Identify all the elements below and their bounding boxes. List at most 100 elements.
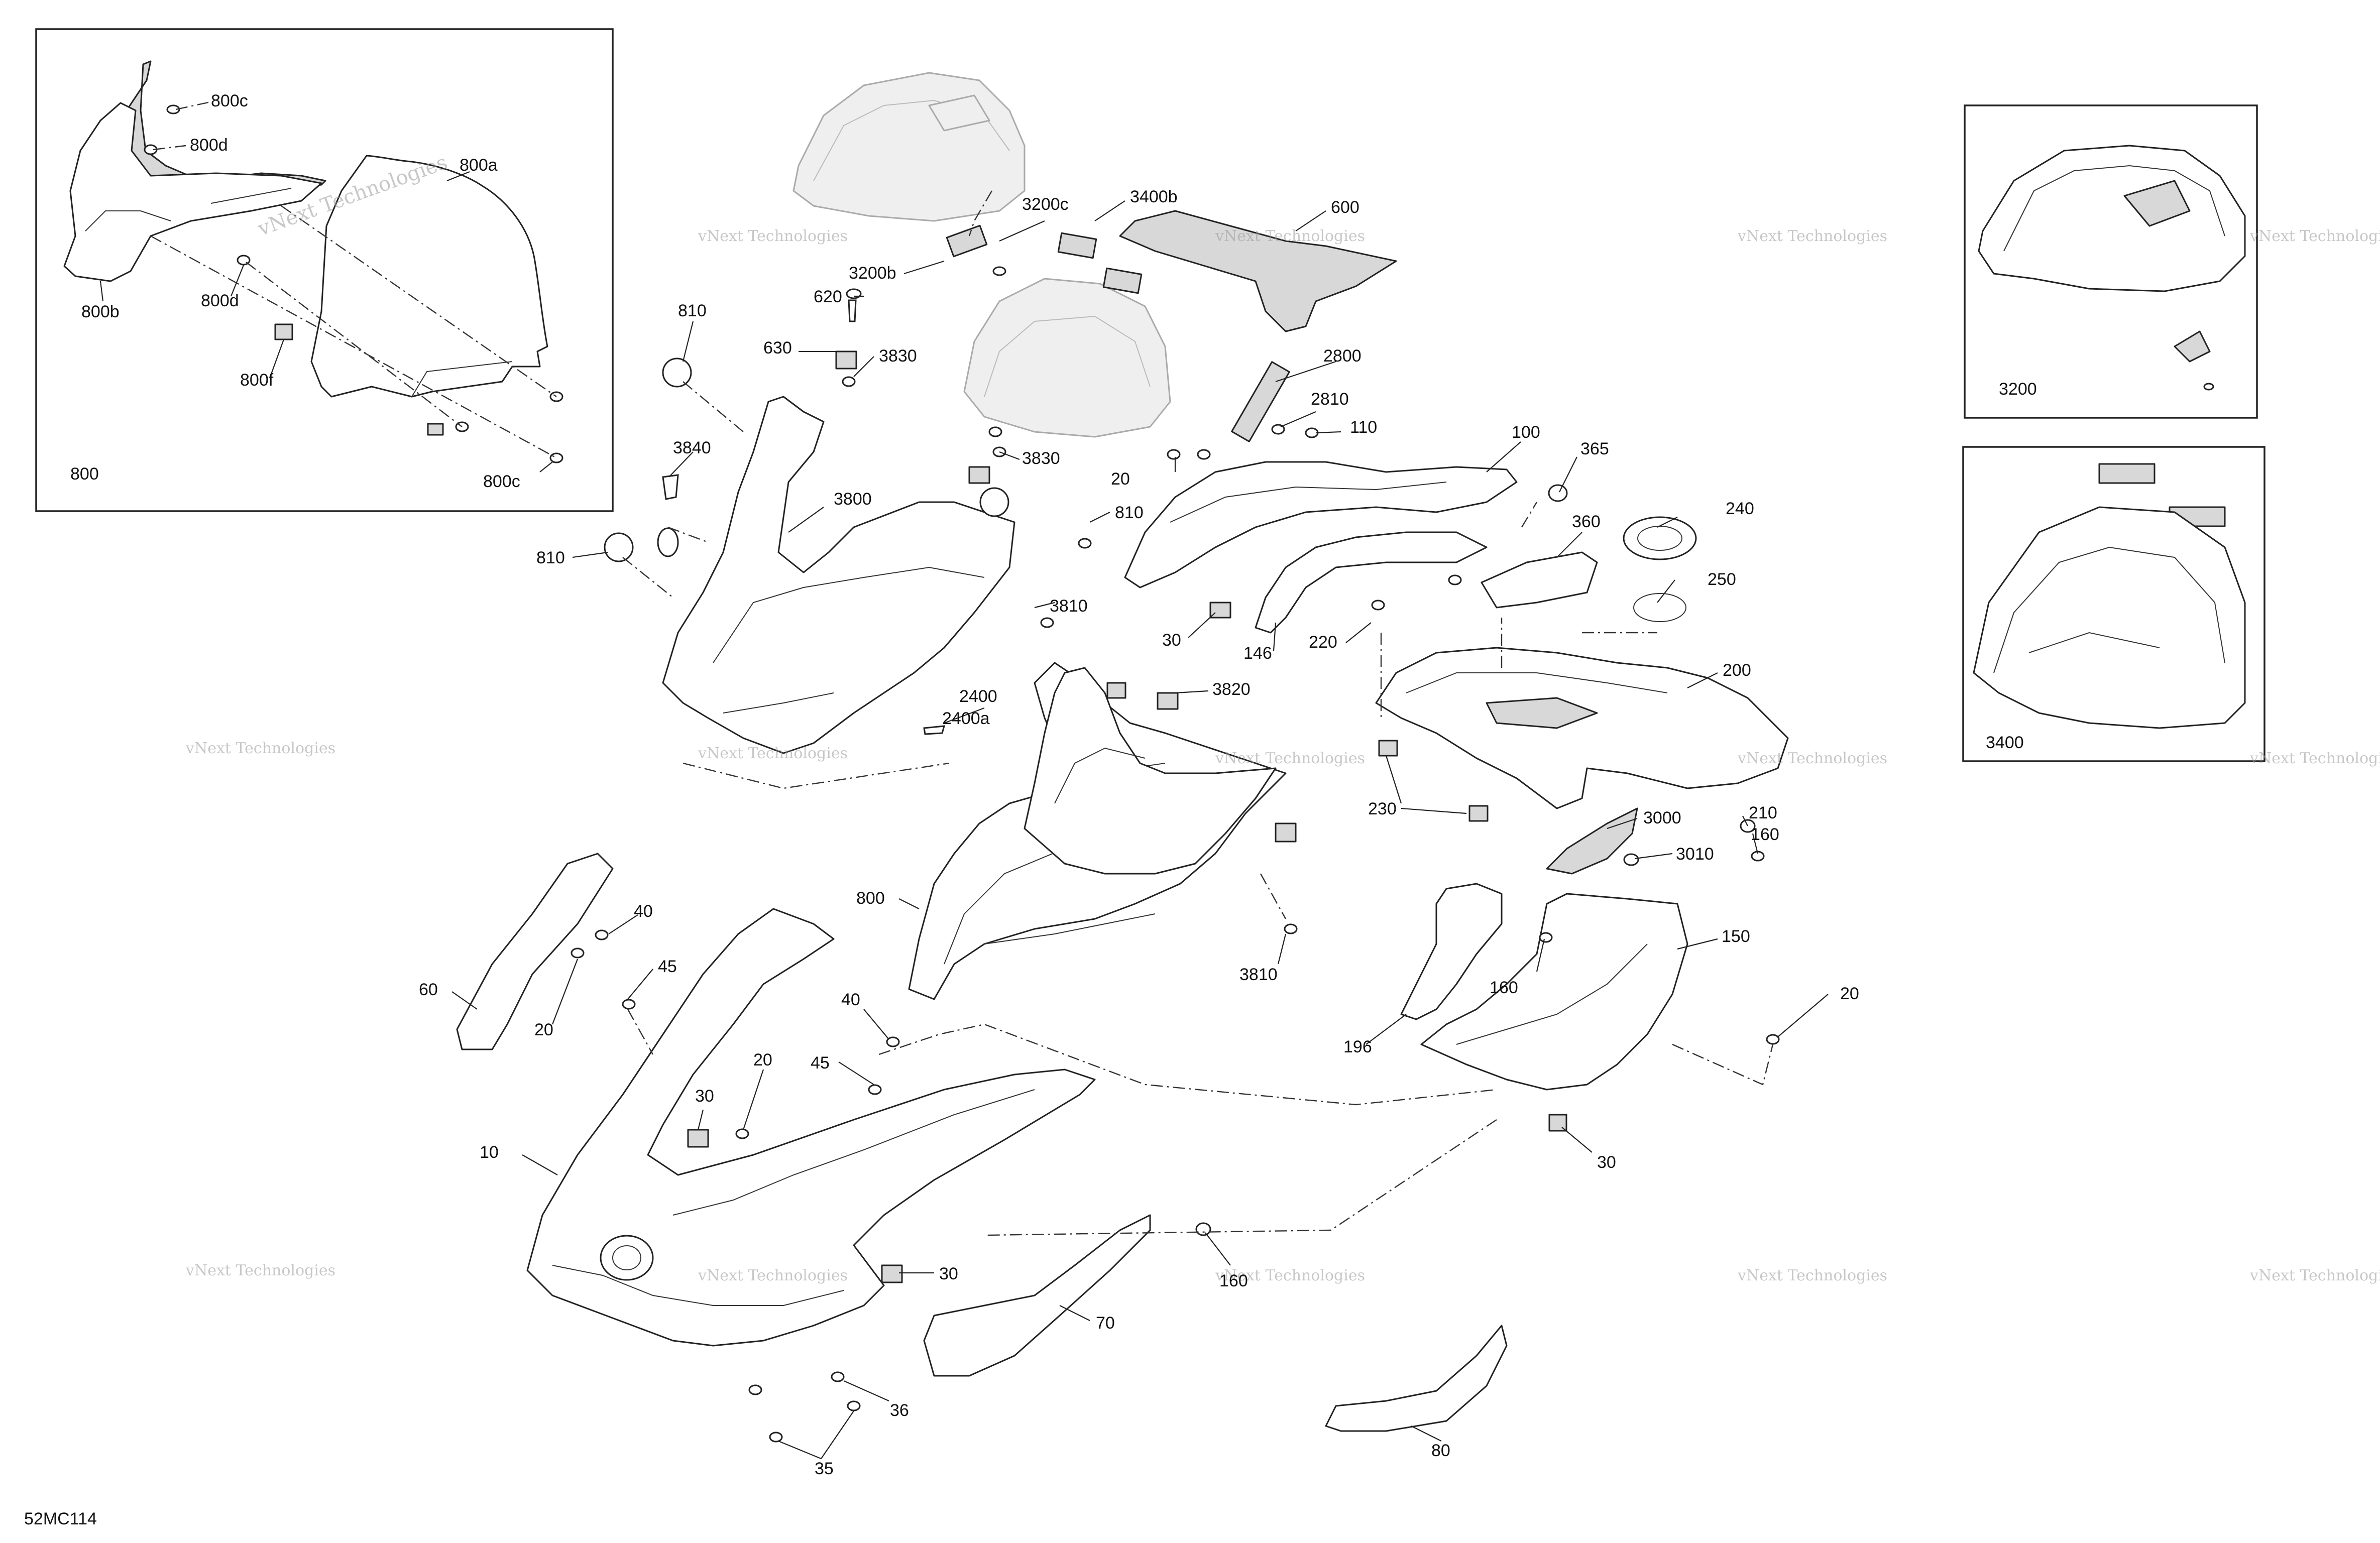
- part-label: 3000: [1643, 808, 1681, 827]
- watermark-text: vNext Technologies: [1737, 1267, 1887, 1284]
- part-label: 3400b: [1130, 187, 1178, 206]
- part-label: 35: [815, 1459, 834, 1478]
- inset-label-3200: 3200: [1999, 380, 2037, 399]
- watermark-text: vNext Technologies: [1215, 750, 1365, 767]
- part-label: 20: [534, 1020, 553, 1039]
- part-label: 800f: [240, 371, 274, 390]
- part-label: 80: [1431, 1441, 1450, 1460]
- part-label: 196: [1343, 1037, 1372, 1056]
- watermark-text: vNext Technologies: [2249, 1267, 2380, 1284]
- bracket-3800: [657, 396, 1015, 754]
- part-label: 220: [1309, 633, 1337, 652]
- part-label: 2800: [1323, 346, 1362, 366]
- watermark-text: vNext Technologies: [1215, 1267, 1365, 1284]
- leader-lines: [451, 200, 1829, 1460]
- inset-kit-3200: [1964, 104, 2258, 419]
- windshield-bracket-800b: [63, 60, 326, 282]
- inset-kit-800: [35, 28, 614, 512]
- watermark-text: vNext Technologies: [2249, 227, 2380, 245]
- watermark-text: vNext Technologies: [698, 745, 848, 762]
- inset-label-3400: 3400: [1986, 733, 2024, 752]
- part-label: 45: [811, 1053, 830, 1073]
- watermark-text: vNext Technologies: [1737, 750, 1887, 767]
- part-label: 810: [1115, 503, 1144, 522]
- part-label: 810: [536, 548, 565, 567]
- part-label: 3200c: [1022, 195, 1069, 214]
- part-label: 365: [1580, 439, 1609, 458]
- lower-panel-150: [1420, 893, 1688, 1091]
- part-label: 160: [1751, 825, 1779, 844]
- rear-panel-200: [1375, 647, 1789, 809]
- part-label: 3820: [1212, 680, 1251, 699]
- watermark-text: vNext Technologies: [698, 1267, 848, 1284]
- part-label: 30: [939, 1264, 958, 1283]
- part-label: 3200b: [849, 264, 896, 283]
- part-label: 150: [1722, 927, 1750, 946]
- part-label: 620: [814, 287, 842, 306]
- part-label: 3830: [879, 346, 917, 366]
- part-label: 600: [1331, 198, 1359, 217]
- part-label: 250: [1708, 570, 1736, 589]
- part-label: 36: [890, 1401, 909, 1420]
- part-label: 800: [856, 889, 885, 908]
- watermark-text: vNext Technologies: [185, 1262, 335, 1279]
- part-label: 2400: [959, 687, 997, 706]
- watermark-text: vNext Technologies: [1737, 227, 1887, 245]
- part-label: 240: [1726, 499, 1754, 518]
- diagram-code: 52MC114: [24, 1509, 97, 1528]
- assembly-lines: [622, 190, 1774, 1236]
- hardware: [571, 224, 1780, 1443]
- part-label: 800a: [460, 156, 498, 175]
- part-label: 20: [1111, 469, 1130, 489]
- inset-kit-3400: [1962, 446, 2265, 762]
- part-label: 10: [480, 1143, 499, 1162]
- trim-146: [1255, 531, 1488, 634]
- side-panel-100: [1124, 461, 1518, 588]
- part-label: 200: [1723, 661, 1751, 680]
- part-label: 160: [1490, 978, 1518, 997]
- part-label: 30: [1162, 631, 1181, 650]
- center-panel-2400: [1024, 667, 1277, 875]
- part-label: 30: [695, 1087, 714, 1106]
- part-label: 3810: [1050, 597, 1088, 616]
- part-label: 3830: [1022, 449, 1060, 468]
- inset-label-800: 800: [70, 464, 99, 484]
- part-label: 2400a: [942, 709, 990, 728]
- trim-80: [1325, 1325, 1508, 1432]
- pad-3000: [1546, 807, 1638, 875]
- part-label: 100: [1512, 423, 1540, 442]
- part-label: 160: [1219, 1271, 1248, 1290]
- windshield-800a: [310, 155, 548, 398]
- cover-360: [1481, 551, 1598, 609]
- part-label: 360: [1572, 512, 1601, 531]
- nut-800c-top: [166, 104, 180, 114]
- part-label: 800c: [211, 91, 248, 110]
- part-label: 3800: [834, 490, 872, 509]
- front-panel-10: [526, 908, 1096, 1347]
- part-label: 630: [763, 338, 792, 358]
- part-label: 810: [678, 301, 707, 320]
- part-label: 210: [1749, 803, 1777, 822]
- part-label: 800c: [483, 472, 520, 491]
- clip-800f: [274, 323, 293, 340]
- watermark-text: vNext Technologies: [698, 227, 848, 245]
- part-label: 60: [419, 980, 438, 999]
- cover-3200-faded: [792, 72, 1026, 222]
- watermark-text: vNext Technologies: [2249, 750, 2380, 767]
- part-label: 110: [1350, 418, 1377, 437]
- part-label: 30: [1597, 1153, 1616, 1172]
- part-600: [1057, 210, 1397, 332]
- part-label: 3840: [673, 438, 711, 457]
- part-label: 40: [841, 990, 860, 1009]
- ring-240-250: [1623, 516, 1697, 622]
- storage-3400-faded: [963, 278, 1171, 438]
- nut-800c-bot: [549, 452, 563, 463]
- trim-196: [1400, 883, 1503, 1020]
- part-label: 800d: [201, 291, 239, 310]
- part-label: 3810: [1239, 965, 1278, 984]
- part-label: 146: [1243, 644, 1272, 663]
- part-label: 800d: [190, 136, 228, 155]
- part-label: 2810: [1311, 390, 1349, 409]
- part-label: 20: [1840, 984, 1859, 1003]
